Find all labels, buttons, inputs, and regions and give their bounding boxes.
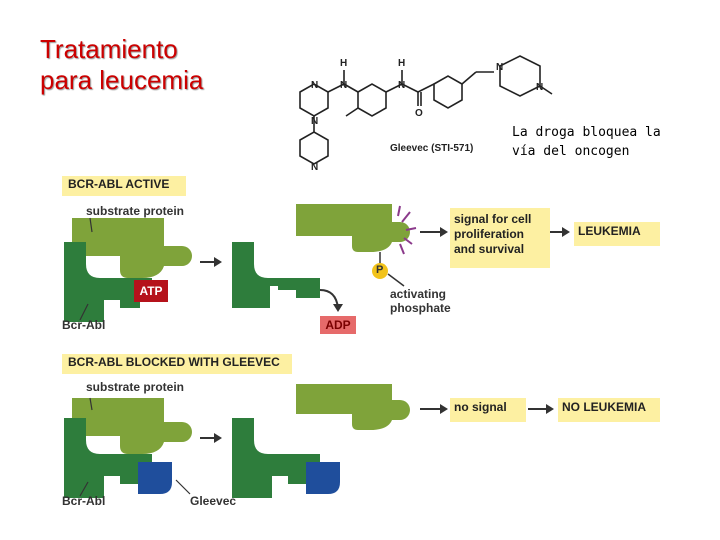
svg-text:N: N [311, 80, 318, 91]
bcr-abl-kinase-shape-4 [232, 418, 320, 498]
slide-title: Tratamiento para leucemia [40, 34, 203, 96]
substrate-protein-label: substrate protein [86, 204, 185, 218]
substrate-protein-shape-2 [296, 204, 410, 252]
bcr-abl-kinase-shape-3 [64, 418, 152, 498]
substrate-protein-shape-3 [72, 398, 192, 454]
note-line-2: vía del oncogen [512, 144, 630, 159]
panel-active-header: BCR-ABL ACTIVE [62, 176, 186, 196]
title-line-1: Tratamiento [40, 34, 178, 64]
adp-block [320, 316, 356, 334]
signal-box: signal for cell proliferation and surviv… [450, 208, 550, 268]
svg-text:N: N [536, 82, 543, 93]
title-line-2: para leucemia [40, 65, 204, 95]
substrate-protein-label-2: substrate protein [86, 380, 185, 394]
adp-label: ADP [325, 318, 351, 332]
phosphate-symbol: P [376, 264, 384, 276]
svg-text:H: H [340, 58, 347, 69]
note-line-1: La droga bloquea la [512, 125, 661, 140]
bcr-abl-label-2: Bcr-Abl [62, 494, 106, 508]
phosphate-circle [372, 263, 388, 279]
svg-text:N: N [311, 162, 318, 173]
activating-phosphate-label: activating phosphate [390, 287, 451, 315]
bcr-abl-kinase-shape [64, 242, 152, 322]
svg-text:N: N [311, 116, 318, 127]
no-signal-box: no signal [450, 398, 526, 422]
substrate-protein-shape-4 [296, 384, 410, 430]
no-leukemia-box: NO LEUKEMIA [558, 398, 660, 422]
gleevec-shape [138, 462, 172, 494]
substrate-protein-shape [72, 218, 192, 278]
bcr-abl-kinase-shape-2 [232, 242, 320, 308]
svg-text:N: N [398, 80, 405, 91]
svg-text:H: H [398, 58, 405, 69]
gleevec-label: Gleevec [190, 494, 237, 508]
atp-block [134, 280, 168, 302]
svg-text:O: O [415, 108, 423, 119]
drug-note: La droga bloquea la vía del oncogen [512, 123, 661, 161]
leukemia-box: LEUKEMIA [574, 222, 660, 246]
svg-text:N: N [340, 80, 347, 91]
atp-label: ATP [139, 284, 163, 298]
bcr-abl-label: Bcr-Abl [62, 318, 106, 332]
gleevec-shape-2 [306, 462, 340, 494]
svg-text:N: N [496, 62, 503, 73]
panel-blocked-header: BCR-ABL BLOCKED WITH GLEEVEC [62, 354, 292, 374]
molecule-name: Gleevec (STI-571) [390, 143, 473, 154]
